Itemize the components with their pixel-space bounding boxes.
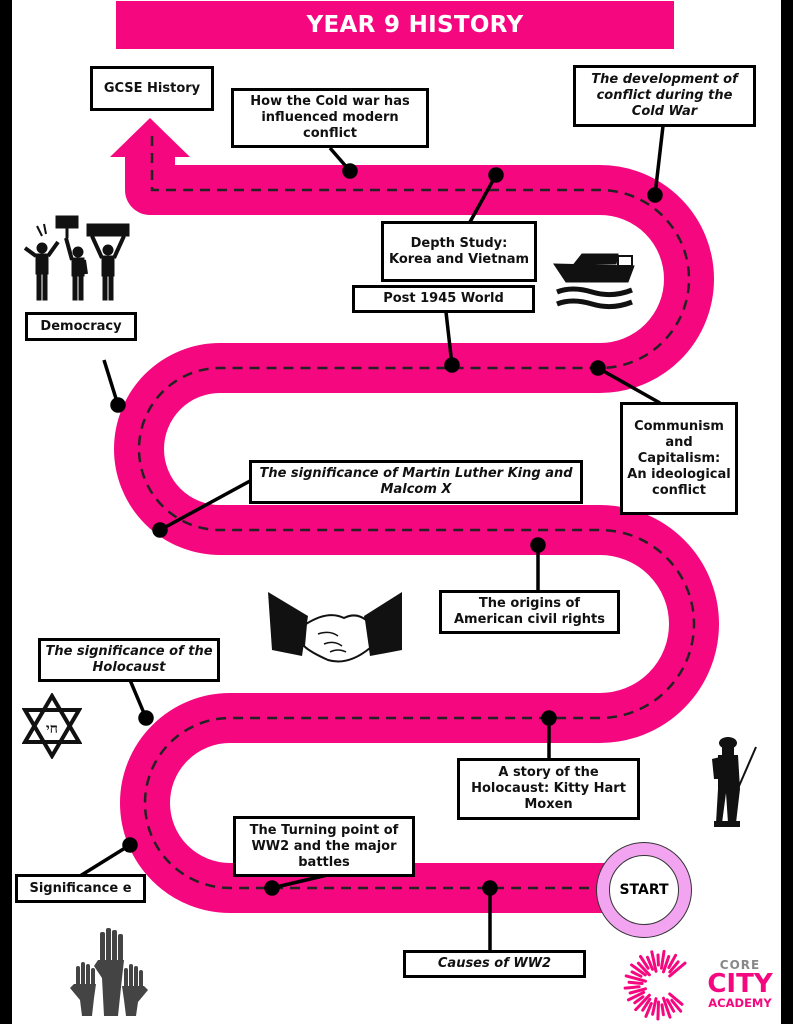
logo-ray bbox=[651, 997, 658, 1016]
topic-label: Depth Study: Korea and Vietnam bbox=[388, 235, 530, 267]
topic-label: The origins of American civil rights bbox=[453, 596, 605, 627]
topic-label: Democracy bbox=[40, 318, 122, 334]
logo-ray bbox=[668, 992, 684, 1006]
logo-ray bbox=[623, 985, 641, 990]
logo-ray bbox=[634, 993, 651, 1012]
boat-icon bbox=[553, 253, 635, 310]
topic-label: Causes of WW2 bbox=[437, 956, 552, 971]
milestone-dot bbox=[488, 167, 504, 183]
logo-line-1: CORE bbox=[719, 958, 761, 972]
logo-ray bbox=[639, 955, 650, 970]
logo-ray bbox=[665, 998, 676, 1013]
start-inner: START bbox=[609, 855, 679, 925]
page-title: YEAR 9 HISTORY bbox=[306, 12, 524, 38]
logo-ray bbox=[630, 970, 643, 978]
raised-hands-icon bbox=[70, 928, 148, 1016]
milestone-dot bbox=[110, 397, 126, 413]
milestone-dot bbox=[444, 357, 460, 373]
star-of-david-icon: חי bbox=[22, 693, 82, 759]
logo-ray bbox=[668, 961, 687, 978]
logo-ray bbox=[662, 996, 672, 1019]
topic-communism-capitalism: Communism and Capitalism: An ideological… bbox=[620, 402, 738, 515]
arrow-up-icon bbox=[110, 118, 190, 157]
topic-turning-point-ww2: The Turning point of WW2 and the major b… bbox=[233, 816, 415, 877]
logo-ray bbox=[667, 953, 678, 970]
academy-logo-icon bbox=[623, 949, 687, 1021]
logo-ray bbox=[668, 960, 680, 974]
topic-label: Significance e bbox=[29, 880, 132, 896]
logo-ray bbox=[628, 987, 647, 995]
logo-ray bbox=[630, 963, 647, 977]
title-banner: YEAR 9 HISTORY bbox=[116, 1, 674, 49]
logo-ray bbox=[644, 1002, 653, 1018]
topic-label: Communism and Capitalism: An ideological… bbox=[627, 418, 731, 498]
logo-ray bbox=[641, 997, 652, 1012]
logo-ray bbox=[627, 980, 644, 985]
topic-significance: Significance e bbox=[15, 874, 146, 903]
milestone-dot bbox=[530, 537, 546, 553]
logo-line-3: ACADEMY bbox=[708, 996, 772, 1010]
milestone-dot bbox=[152, 522, 168, 538]
topic-label: A story of the Holocaust: Kitty Hart Mox… bbox=[471, 765, 626, 812]
logo-ray bbox=[626, 990, 646, 1002]
topic-significance-holocaust: The significance of the Holocaust bbox=[38, 638, 220, 682]
protest-icon bbox=[23, 215, 130, 301]
academy-logo-text: CORE CITY ACADEMY bbox=[700, 958, 780, 1010]
milestone-dot bbox=[647, 187, 663, 203]
logo-ray bbox=[660, 949, 666, 970]
topic-post-1945-world: Post 1945 World bbox=[352, 285, 535, 313]
milestone-dot bbox=[122, 837, 138, 853]
start-marker: START bbox=[596, 842, 692, 938]
milestone-dot bbox=[541, 710, 557, 726]
logo-ray bbox=[646, 955, 654, 971]
topic-democracy: Democracy bbox=[25, 312, 137, 341]
topic-cold-war-modern: How the Cold war has influenced modern c… bbox=[231, 88, 429, 148]
topic-label: The significance of Martin Luther King a… bbox=[259, 466, 573, 497]
right-border bbox=[781, 0, 793, 1024]
milestone-dot bbox=[264, 880, 280, 896]
logo-ray bbox=[670, 998, 683, 1013]
milestone-dot bbox=[342, 163, 358, 179]
logo-ray bbox=[656, 1000, 660, 1021]
milestone-dot bbox=[138, 710, 154, 726]
topic-label: How the Cold war has influenced modern c… bbox=[250, 94, 410, 141]
topic-label: Post 1945 World bbox=[383, 291, 504, 306]
handshake-icon bbox=[268, 592, 402, 663]
logo-ray bbox=[662, 955, 671, 974]
topic-mlk-malcolm-x: The significance of Martin Luther King a… bbox=[249, 460, 583, 504]
logo-ray bbox=[624, 974, 647, 983]
left-border bbox=[0, 0, 12, 1024]
gcse-history-label: GCSE History bbox=[103, 80, 201, 96]
soldier-icon bbox=[712, 737, 757, 827]
topic-label: The significance of the Holocaust bbox=[45, 644, 213, 675]
start-label: START bbox=[619, 882, 669, 898]
topic-label: The Turning point of WW2 and the major b… bbox=[249, 822, 399, 870]
svg-text:חי: חי bbox=[46, 721, 58, 737]
logo-ray bbox=[650, 950, 658, 973]
milestone-dot bbox=[482, 880, 498, 896]
logo-ray bbox=[660, 1003, 665, 1017]
topic-depth-study: Depth Study: Korea and Vietnam bbox=[381, 221, 537, 282]
topic-kitty-hart-moxen: A story of the Holocaust: Kitty Hart Mox… bbox=[457, 758, 640, 820]
topic-label: The development of conflict during the C… bbox=[591, 72, 738, 119]
logo-ray bbox=[633, 995, 645, 1005]
milestone-dot bbox=[590, 360, 606, 376]
logo-line-2: CITY bbox=[707, 969, 773, 999]
topic-origins-civil-rights: The origins of American civil rights bbox=[439, 590, 620, 634]
topic-cold-war-development: The development of conflict during the C… bbox=[573, 65, 756, 127]
gcse-history-box: GCSE History bbox=[90, 66, 214, 111]
topic-causes-ww2: Causes of WW2 bbox=[403, 950, 586, 978]
logo-ray bbox=[636, 961, 651, 977]
road-dashed-centerline bbox=[137, 130, 696, 890]
